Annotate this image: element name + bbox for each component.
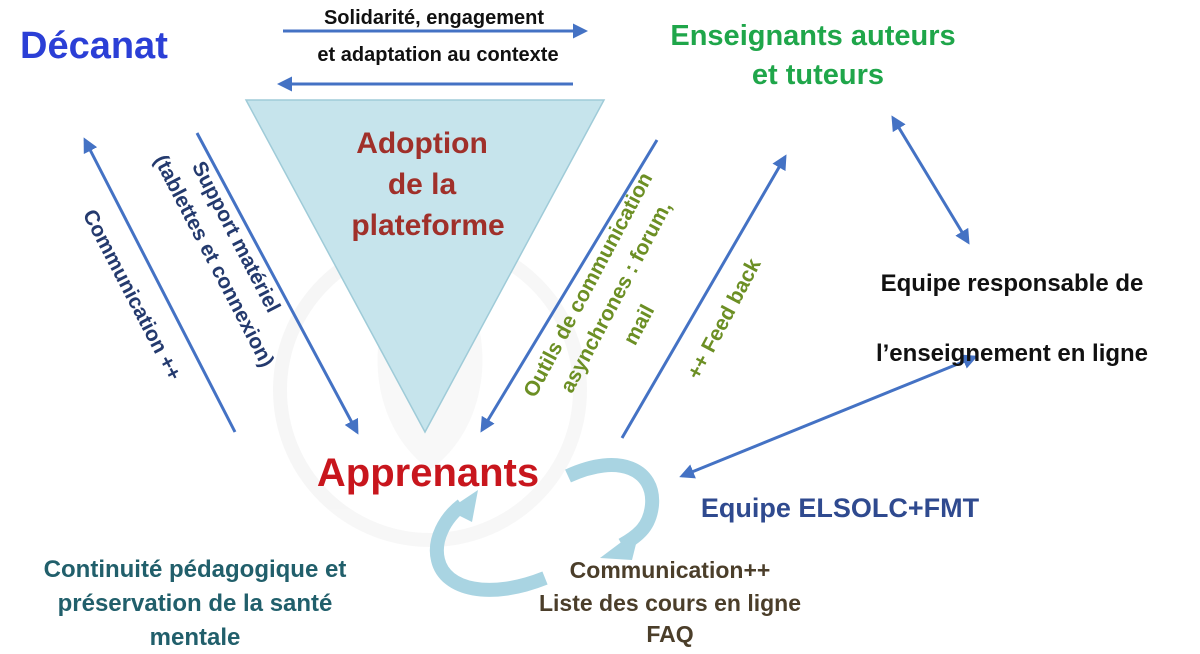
enseignants-equipe-double-arrow [891, 115, 970, 245]
node-continuite-1: Continuité pédagogique et [44, 556, 347, 583]
label-solidarite-2: et adaptation au contexte [317, 44, 558, 66]
equipe-elsolc-double-arrow [679, 354, 978, 479]
node-adoption-1: Adoption [356, 127, 488, 160]
label-outils-3: mail [619, 301, 659, 349]
cycle-arrow-left [429, 499, 548, 597]
node-bottom-2: Liste des cours en ligne [539, 590, 801, 616]
label-feedback: ++ Feed back [683, 255, 766, 384]
label-solidarite-1: Solidarité, engagement [324, 7, 544, 29]
communication-arrow [83, 137, 237, 433]
node-bottom-3: FAQ [646, 621, 693, 647]
node-equipe-responsable-1: Equipe responsable de [881, 270, 1144, 297]
node-continuite-3: mentale [150, 624, 241, 651]
feedback-arrow [620, 154, 787, 439]
node-adoption-2: de la [388, 168, 457, 201]
node-adoption-3: plateforme [351, 209, 504, 242]
cycle-arrow-right [565, 458, 660, 552]
cycle-arrowhead-left [448, 490, 478, 522]
node-enseignants-2: et tuteurs [752, 59, 884, 91]
node-equipe-responsable-2: l’enseignement en ligne [876, 340, 1148, 367]
node-apprenants: Apprenants [317, 451, 539, 495]
node-equipe-elsolc: Equipe ELSOLC+FMT [701, 493, 980, 523]
outils-arrow [480, 139, 659, 433]
node-bottom-1: Communication++ [570, 557, 771, 583]
node-continuite-2: préservation de la santé [58, 590, 333, 617]
support-arrow [195, 132, 359, 435]
node-decanat: Décanat [20, 25, 168, 67]
node-enseignants-1: Enseignants auteurs [670, 20, 955, 52]
cycle-arrowhead-right [600, 528, 640, 560]
adoption-triangle [244, 99, 606, 434]
